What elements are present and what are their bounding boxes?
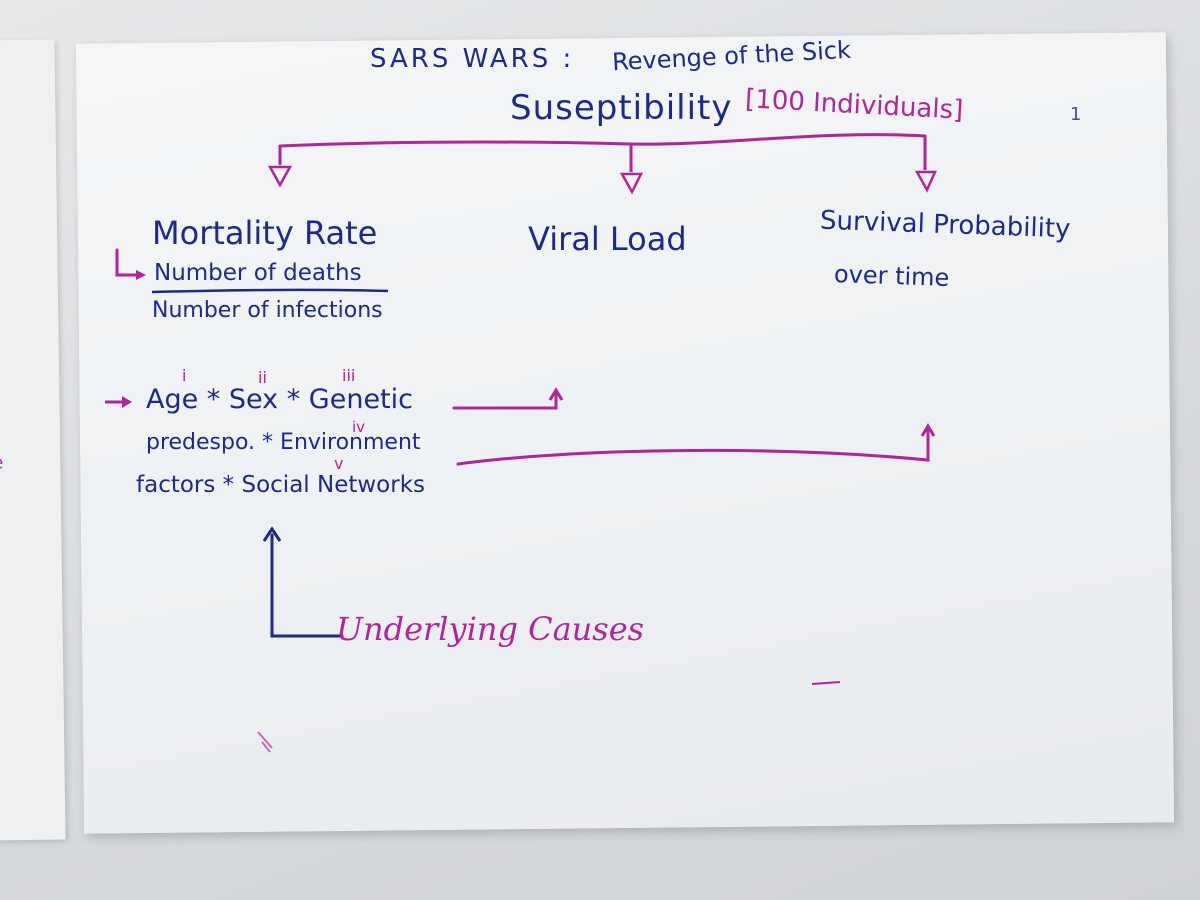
factors-line-2: predespo. * Environment — [146, 430, 421, 455]
factors-to-viral-head — [548, 387, 564, 401]
viral-load-label: Viral Load — [528, 220, 687, 258]
susceptibility-label: Suseptibility — [510, 88, 733, 128]
fraction-numerator: Number of deaths — [154, 260, 362, 286]
numeral-genetic: iii — [342, 366, 356, 385]
factors-line-1: Age * Sex * Genetic — [146, 384, 413, 415]
numeral-age: i — [182, 366, 187, 385]
stray-mark-right — [811, 681, 841, 685]
underlying-causes-label: Underlying Causes — [336, 610, 645, 648]
numeral-sex: ii — [258, 368, 267, 387]
fraction-denominator: Number of infections — [152, 298, 383, 323]
arrowhead-survival — [914, 170, 937, 193]
title-prefix: SARS WARS : — [370, 44, 575, 74]
survival-over-time-label: over time — [833, 259, 950, 293]
factors-to-survival-head — [920, 423, 936, 437]
stray-mark-lower — [257, 731, 273, 753]
mortality-l-arrow — [115, 248, 140, 277]
arrowhead-mortality — [267, 165, 293, 188]
causes-l-arrow — [270, 533, 344, 638]
mortality-rate-label: Mortality Rate — [152, 214, 378, 252]
factors-to-survival-line — [456, 428, 930, 466]
mortality-l-arrowhead — [136, 270, 146, 280]
factors-line-3: factors * Social Networks — [136, 472, 426, 498]
branch-bracket-line — [278, 133, 927, 148]
factors-to-viral-line — [452, 392, 558, 410]
causes-l-arrowhead — [262, 526, 282, 542]
fraction-bar — [151, 288, 389, 294]
numeral-social: v — [334, 454, 344, 473]
arrowhead-viral — [619, 172, 644, 195]
page-number: 1 — [1070, 104, 1082, 125]
factors-pointer-head — [122, 396, 132, 408]
numeral-environment: iv — [352, 418, 366, 436]
